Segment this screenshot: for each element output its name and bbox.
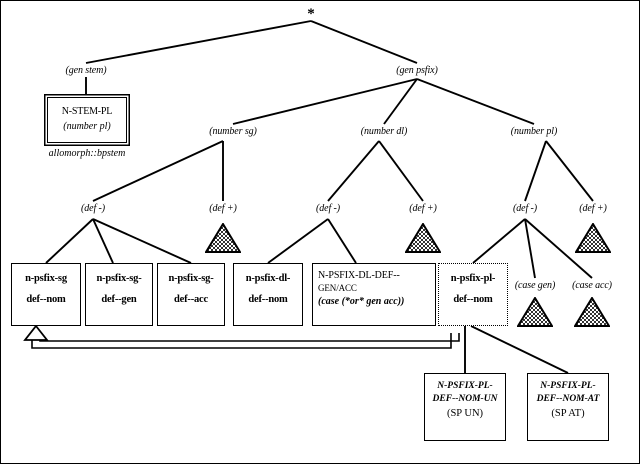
tree-edge xyxy=(45,218,94,264)
node-label-def-minus-dl: (def -) xyxy=(315,203,341,214)
node-label-gen-stem: (gen stem) xyxy=(65,65,107,76)
lexeme-box-n-psfix-sg-def-gen[interactable]: n-psfix-sg- def--gen xyxy=(85,263,153,326)
lexeme-box-n-psfix-pl-def-nom[interactable]: n-psfix-pl- def--nom xyxy=(438,263,508,326)
tree-edge xyxy=(85,20,312,64)
triangle-def-plus-sg xyxy=(205,223,241,253)
node-label-case-acc: (case acc) xyxy=(572,280,612,291)
lexeme-box-line-1: N-STEM-PL xyxy=(61,106,113,117)
node-label-number-sg: (number sg) xyxy=(209,126,257,137)
lexeme-box-line-3: (SP AT) xyxy=(551,408,585,419)
lexeme-box-line-2: def--acc xyxy=(174,294,208,305)
tree-edge xyxy=(416,78,535,125)
lexeme-box-line-1: N-PSFIX-PL- xyxy=(540,381,596,391)
lexeme-box-line-1: n-psfix-pl- xyxy=(450,273,496,284)
triangle-case-gen xyxy=(517,297,553,327)
node-label-def-plus-dl: (def +) xyxy=(409,203,437,214)
lexeme-box-line-1: n-psfix-sg xyxy=(25,273,67,284)
tree-edge xyxy=(524,140,547,202)
triangle-case-acc xyxy=(574,297,610,327)
node-label-number-dl: (number dl) xyxy=(360,126,408,137)
node-label-case-gen: (case gen) xyxy=(514,280,556,291)
lexeme-box-line-1: N-PSFIX-PL- xyxy=(437,381,493,391)
lexeme-box-line-2: def--nom xyxy=(248,294,288,305)
node-label-def-plus-sg: (def +) xyxy=(209,203,237,214)
node-label-number-pl: (number pl) xyxy=(510,126,558,137)
lexeme-box-n-psfix-dl-def-nom[interactable]: n-psfix-dl- def--nom xyxy=(233,263,303,326)
lexeme-box-line-2: GEN/ACC xyxy=(318,283,357,293)
lexeme-box-line-2: DEF--NOM-UN xyxy=(432,394,498,404)
node-label-def-minus-pl: (def -) xyxy=(512,203,538,214)
lexeme-box-n-psfix-sg-def-acc[interactable]: n-psfix-sg- def--acc xyxy=(157,263,225,326)
allomorph-caption: allomorph::bpstem xyxy=(49,148,126,159)
tree-edge xyxy=(470,325,569,374)
lexeme-box-line-1: n-psfix-dl- xyxy=(245,273,291,284)
allomorph-caption-text: allomorph::bpstem xyxy=(48,148,126,159)
lexeme-box-line-1: n-psfix-sg- xyxy=(96,273,142,284)
triangle-def-plus-dl xyxy=(405,223,441,253)
lexeme-box-line-2: def--nom xyxy=(453,294,493,305)
node-label-def-minus-sg: (def -) xyxy=(80,203,106,214)
tree-edge xyxy=(327,140,380,202)
lexeme-box-line-3: (case (*or* gen acc)) xyxy=(318,296,405,307)
tree-edge xyxy=(232,78,418,125)
tree-edge xyxy=(472,218,526,264)
node-label-def-plus-pl: (def +) xyxy=(579,203,607,214)
lexeme-box-n-stem-pl[interactable]: N-STEM-PL (number pl) xyxy=(47,97,127,143)
root-node-star: * xyxy=(307,6,315,22)
lexeme-box-line-2: def--gen xyxy=(101,294,137,305)
lexeme-box-line-1: N-PSFIX-DL-DEF-- xyxy=(318,270,400,281)
tree-edge xyxy=(327,218,357,264)
tree-edge xyxy=(383,78,418,125)
tree-edge xyxy=(545,140,594,202)
lexeme-box-line-3: (SP UN) xyxy=(446,408,484,419)
tree-edge xyxy=(267,218,329,264)
tree-edge xyxy=(92,218,114,264)
tree-edge xyxy=(378,140,424,202)
lexeme-box-n-psfix-dl-def-genacc[interactable]: N-PSFIX-DL-DEF-- GEN/ACC (case (*or* gen… xyxy=(312,263,436,326)
lexeme-box-n-psfix-pl-def-nom-at[interactable]: N-PSFIX-PL- DEF--NOM-AT (SP AT) xyxy=(527,373,609,441)
lexeme-box-n-psfix-pl-def-nom-un[interactable]: N-PSFIX-PL- DEF--NOM-UN (SP UN) xyxy=(424,373,506,441)
lexeme-box-line-2: def--nom xyxy=(26,294,66,305)
lexeme-box-line-1: n-psfix-sg- xyxy=(168,273,214,284)
node-label-gen-psfix: (gen psfix) xyxy=(396,65,438,76)
lexeme-box-line-2: (number pl) xyxy=(63,121,111,132)
tree-edge xyxy=(310,20,418,64)
lexeme-box-line-2: DEF--NOM-AT xyxy=(536,394,600,404)
lexeme-box-n-psfix-sg-def-nom[interactable]: n-psfix-sg def--nom xyxy=(11,263,81,326)
tree-edge xyxy=(524,218,536,279)
triangle-def-plus-pl xyxy=(575,223,611,253)
allomorph-reference-arrow xyxy=(23,324,460,349)
tree-edge xyxy=(92,218,192,264)
